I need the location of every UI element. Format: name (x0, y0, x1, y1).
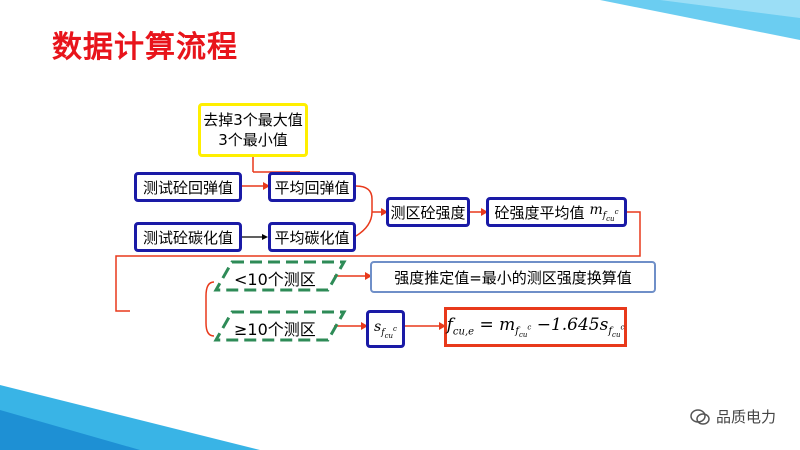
result-lt10-box: 强度推定值=最小的测区强度换算值 (370, 261, 656, 293)
std-dev-symbol: sfcuc (374, 319, 397, 340)
ge10-label: ≥10个测区 (234, 320, 316, 339)
std-subscript: f (381, 327, 385, 338)
mean-subscript: f (602, 210, 607, 221)
arrowhead-zone (381, 208, 388, 216)
arrowhead-s (361, 322, 368, 330)
formula-lhs-sub: cu,e (452, 326, 475, 338)
wechat-icon (690, 408, 710, 425)
watermark: 品质电力 (690, 406, 776, 427)
rebound-test-box: 测试砼回弹值 (134, 172, 242, 202)
arrowhead-carbonation (262, 234, 268, 240)
avg-carbonation-box: 平均碳化值 (268, 222, 356, 252)
strength-mean-box: 砼强度平均值 mfcuc (486, 197, 627, 227)
remove-extremes-line1: 去掉3个最大值 (203, 111, 303, 129)
connector-mean-branch (115, 211, 641, 312)
std-sub-sub: cu (384, 331, 394, 340)
top-right-corner-shape-light (660, 0, 800, 18)
strength-mean-label: 砼强度平均值 (494, 203, 585, 222)
bottom-left-corner-shape-dark (0, 410, 140, 450)
formula: fcu,e = mfcuc −1.645sfcuc (446, 314, 625, 340)
formula-box: fcu,e = mfcuc −1.645sfcuc (444, 307, 627, 347)
arrowhead-result (365, 272, 372, 280)
std-dev-box: sfcuc (366, 310, 405, 348)
zone-strength-box: 测区砼强度 (386, 197, 470, 227)
arrowhead-formula (439, 322, 446, 330)
arrowhead-mean (481, 208, 488, 216)
carbonation-test-box: 测试砼碳化值 (134, 222, 242, 252)
dashed-box-ge10 (213, 310, 347, 342)
remove-extremes-box: 去掉3个最大值 3个最小值 (198, 103, 308, 157)
avg-rebound-box: 平均回弹值 (268, 172, 356, 202)
remove-extremes-line2: 3个最小值 (218, 131, 288, 149)
dashed-box-lt10 (213, 260, 347, 292)
std-sup: c (393, 324, 397, 333)
formula-lhs: f (446, 314, 453, 335)
arrowhead-rebound (263, 182, 270, 190)
mean-sup: c (614, 207, 619, 216)
brace-avgs (355, 185, 373, 237)
mean-symbol: m (589, 201, 603, 218)
formula-m-sub: f (515, 326, 519, 338)
mean-sub-sub: cu (606, 214, 615, 223)
brace-branch (205, 281, 215, 337)
formula-minus: −1.645s (536, 314, 609, 335)
lt10-label: <10个测区 (234, 270, 316, 289)
std-symbol: s (374, 318, 382, 335)
page-title: 数据计算流程 (52, 30, 238, 65)
watermark-text: 品质电力 (715, 408, 776, 426)
strength-mean-symbol: mfcuc (590, 202, 619, 223)
formula-eq: = m (479, 314, 516, 335)
